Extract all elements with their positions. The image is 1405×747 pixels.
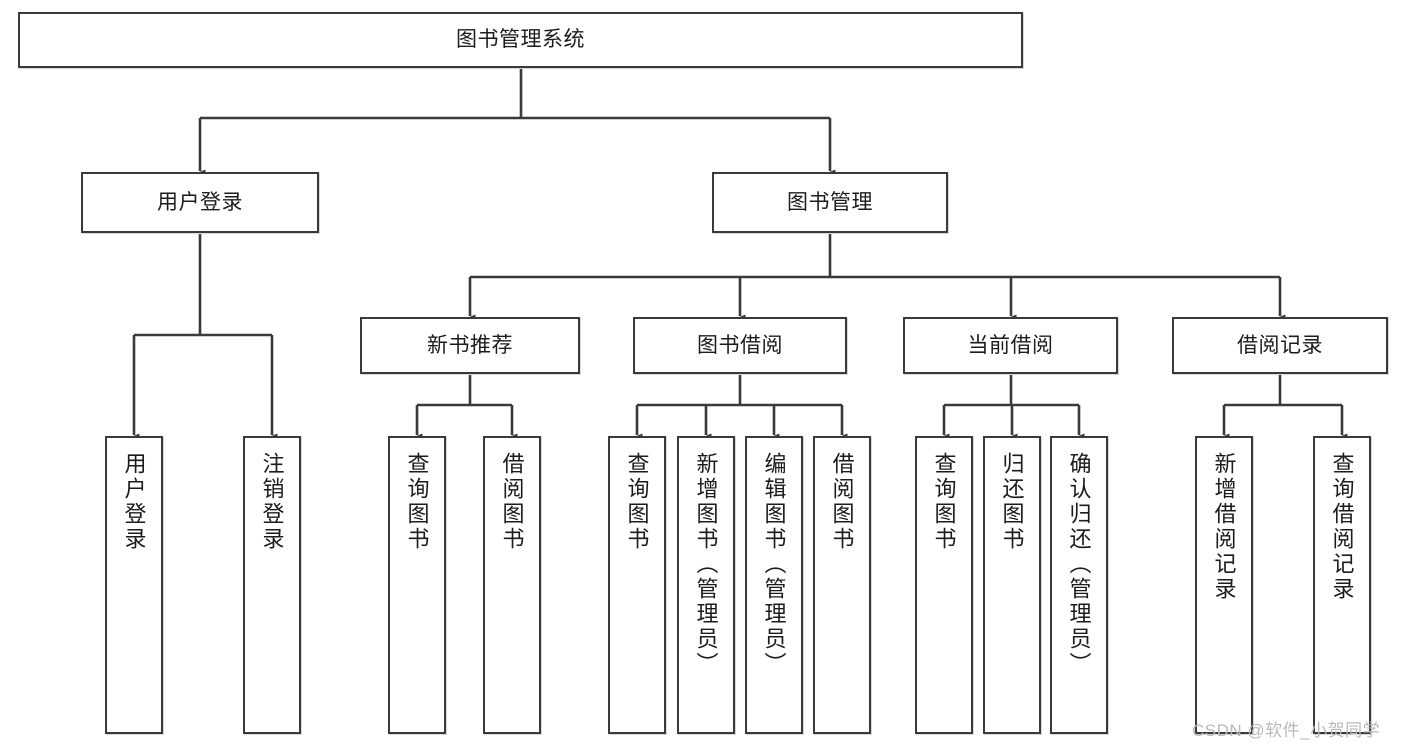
node-label: 图书管理系统	[456, 28, 585, 52]
node-leaf-query-rec[interactable]: 查询借阅记录	[1313, 436, 1371, 734]
node-borrow-record[interactable]: 借阅记录	[1172, 317, 1388, 374]
node-leaf-borrow-1[interactable]: 借阅图书	[483, 436, 541, 734]
node-label: 归还图书	[999, 452, 1025, 552]
node-label: 用户登录	[157, 190, 243, 214]
node-leaf-user-login[interactable]: 用户登录	[105, 436, 163, 734]
node-label: 查询借阅记录	[1329, 452, 1355, 602]
node-root[interactable]: 图书管理系统	[18, 12, 1023, 68]
node-leaf-query-3[interactable]: 查询图书	[915, 436, 973, 734]
node-leaf-logout[interactable]: 注销登录	[243, 436, 301, 734]
node-label: 当前借阅	[967, 333, 1054, 357]
node-label: 借阅图书	[829, 452, 855, 552]
node-label: 新书推荐	[427, 333, 513, 357]
node-label: 确认归还（管理员）	[1066, 452, 1092, 677]
node-leaf-query-1[interactable]: 查询图书	[388, 436, 446, 734]
node-label: 注销登录	[259, 452, 285, 552]
node-user-login[interactable]: 用户登录	[81, 172, 319, 233]
node-leaf-confirm[interactable]: 确认归还（管理员）	[1050, 436, 1108, 734]
node-label: 借阅图书	[499, 452, 525, 552]
node-label: 查询图书	[404, 452, 430, 552]
node-book-manage[interactable]: 图书管理	[712, 172, 948, 233]
node-leaf-query-2[interactable]: 查询图书	[608, 436, 666, 734]
node-label: 查询图书	[931, 452, 957, 552]
node-label: 用户登录	[121, 452, 147, 552]
node-book-borrow[interactable]: 图书借阅	[633, 317, 847, 374]
node-label: 新增借阅记录	[1211, 452, 1237, 602]
node-leaf-add-rec[interactable]: 新增借阅记录	[1195, 436, 1253, 734]
node-label: 图书借阅	[697, 333, 783, 357]
watermark-text: CSDN @软件_小贺同学	[1192, 721, 1381, 740]
node-leaf-edit-book[interactable]: 编辑图书（管理员）	[745, 436, 803, 734]
node-label: 编辑图书（管理员）	[761, 452, 787, 677]
node-new-book-rec[interactable]: 新书推荐	[360, 317, 580, 374]
node-label: 新增图书（管理员）	[693, 452, 719, 677]
node-leaf-borrow-2[interactable]: 借阅图书	[813, 436, 871, 734]
node-label: 查询图书	[624, 452, 650, 552]
node-label: 图书管理	[787, 190, 873, 214]
node-leaf-add-book[interactable]: 新增图书（管理员）	[677, 436, 735, 734]
node-leaf-return[interactable]: 归还图书	[983, 436, 1041, 734]
node-label: 借阅记录	[1237, 333, 1323, 357]
node-current-borrow[interactable]: 当前借阅	[903, 317, 1118, 374]
